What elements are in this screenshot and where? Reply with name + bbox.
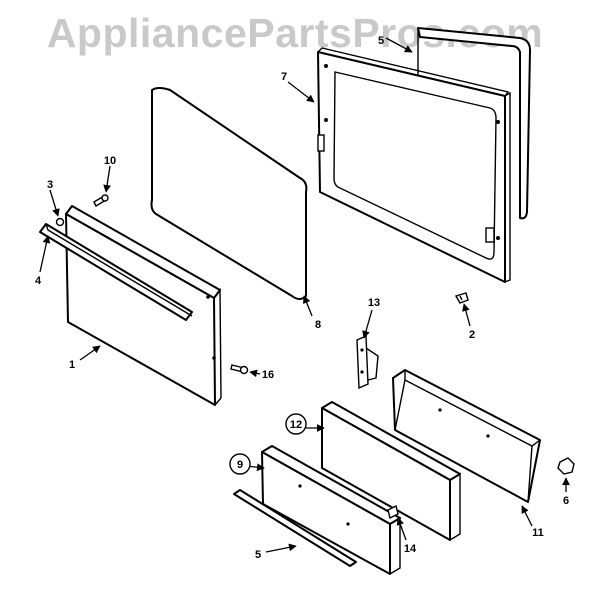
screw-10 [93, 194, 109, 207]
drawer-liner [321, 401, 461, 541]
drawer-strip [233, 489, 357, 567]
screw-16 [230, 364, 249, 375]
callout-circle-12 [285, 413, 307, 435]
callout-5-bottom: 5 [255, 549, 261, 561]
inner-door-frame [317, 47, 511, 283]
callout-12: 12 [290, 419, 302, 431]
callout-3: 3 [47, 179, 53, 191]
callout-circle-9 [229, 453, 251, 475]
callout-1: 1 [69, 359, 75, 371]
drawer-bracket [356, 334, 379, 390]
callout-2: 2 [469, 329, 475, 341]
callout-7: 7 [281, 71, 287, 83]
callout-4: 4 [35, 275, 42, 287]
door-handle [39, 223, 193, 321]
callout-13: 13 [368, 297, 380, 309]
callout-10: 10 [104, 155, 116, 167]
callout-14: 14 [404, 543, 417, 555]
drawer-tray [392, 369, 541, 503]
handle-end-cap [55, 217, 65, 227]
callout-11: 11 [532, 527, 544, 539]
callout-6: 6 [563, 495, 569, 507]
screw-14 [387, 504, 399, 520]
callout-9: 9 [237, 459, 243, 471]
callout-5-top: 5 [378, 35, 384, 47]
callout-16: 16 [262, 369, 274, 381]
hinge-clip [454, 292, 469, 304]
nut-6 [557, 457, 575, 475]
callout-8: 8 [315, 319, 321, 331]
